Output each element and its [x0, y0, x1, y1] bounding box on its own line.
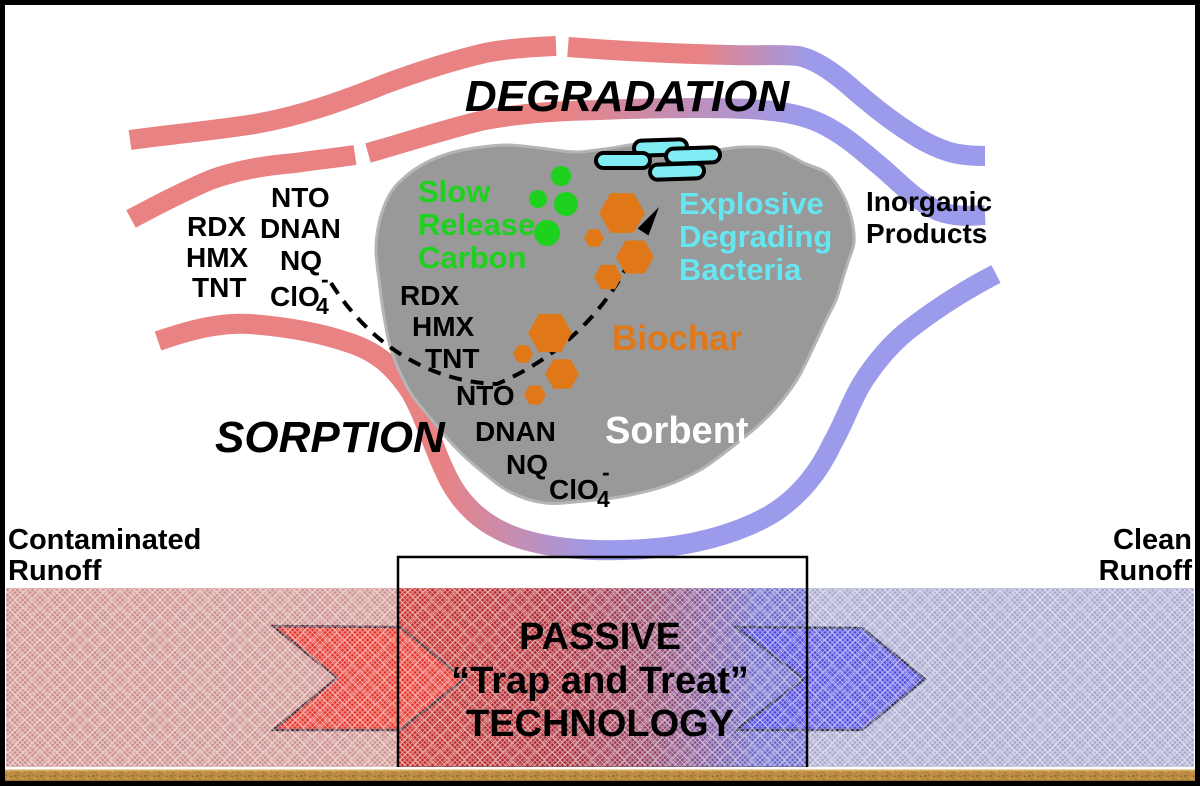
svg-text:RDX: RDX [187, 211, 246, 242]
svg-text:Bacteria: Bacteria [679, 252, 802, 287]
svg-text:4: 4 [316, 293, 329, 319]
svg-text:TNT: TNT [192, 272, 246, 303]
svg-text:NTO: NTO [456, 380, 515, 411]
svg-text:Contaminated: Contaminated [8, 524, 201, 556]
svg-text:NQ: NQ [506, 449, 548, 480]
svg-text:Inorganic: Inorganic [866, 186, 992, 217]
svg-text:Clean: Clean [1113, 524, 1192, 556]
svg-text:TNT: TNT [425, 343, 479, 374]
svg-text:-: - [321, 266, 329, 292]
svg-text:Degrading: Degrading [679, 219, 832, 254]
svg-text:TECHNOLOGY: TECHNOLOGY [466, 703, 734, 745]
svg-text:Runoff: Runoff [1099, 555, 1193, 587]
svg-text:HMX: HMX [186, 242, 249, 273]
svg-text:Release: Release [418, 207, 535, 242]
svg-text:SORPTION: SORPTION [215, 413, 446, 462]
svg-text:DEGRADATION: DEGRADATION [465, 72, 791, 121]
svg-text:Products: Products [866, 218, 987, 249]
svg-text:Explosive: Explosive [679, 186, 824, 221]
svg-text:“Trap and Treat”: “Trap and Treat” [451, 660, 749, 702]
svg-text:4: 4 [597, 486, 610, 512]
svg-text:NTO: NTO [271, 182, 330, 213]
svg-text:NQ: NQ [280, 245, 322, 276]
svg-text:Carbon: Carbon [418, 240, 527, 275]
svg-text:RDX: RDX [400, 280, 459, 311]
svg-text:Biochar: Biochar [612, 319, 743, 358]
svg-text:Slow: Slow [418, 174, 491, 209]
svg-text:Sorbent: Sorbent [605, 410, 749, 452]
svg-text:DNAN: DNAN [260, 213, 341, 244]
svg-text:DNAN: DNAN [475, 416, 556, 447]
svg-text:Runoff: Runoff [8, 555, 102, 587]
svg-text:PASSIVE: PASSIVE [519, 616, 681, 658]
svg-text:ClO: ClO [549, 474, 599, 505]
svg-text:ClO: ClO [270, 281, 320, 312]
svg-text:HMX: HMX [412, 311, 475, 342]
svg-text:-: - [602, 459, 610, 485]
